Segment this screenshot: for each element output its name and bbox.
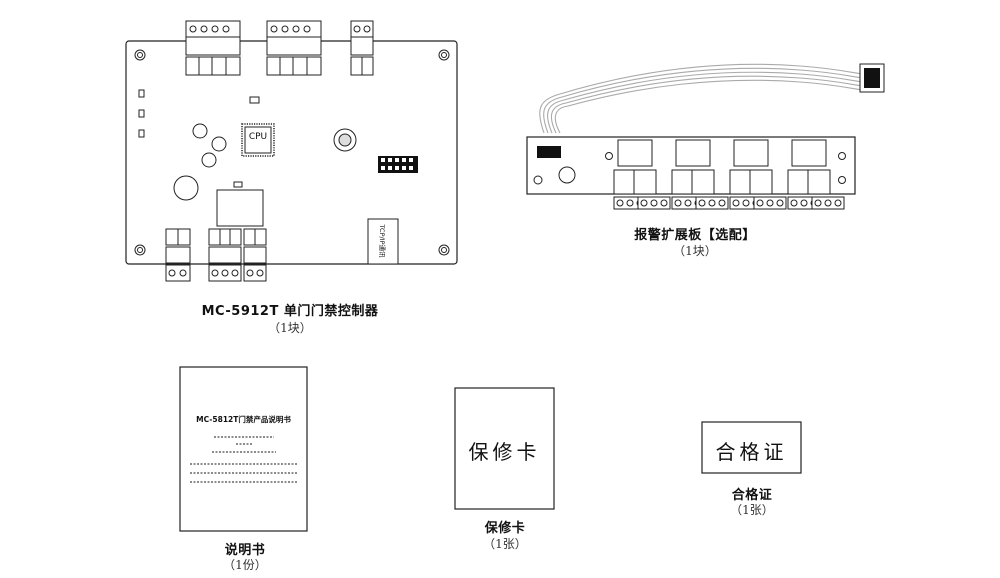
- cpu-chip: [241, 123, 275, 157]
- certificate-box-text: 合格证: [715, 440, 788, 464]
- alarm-terminals: [613, 169, 845, 210]
- warranty-card: [454, 387, 555, 510]
- tcpip-label: TCP/IP通讯: [378, 224, 386, 258]
- bottom-terminal-right: [243, 228, 267, 282]
- controller-qty: （1块）: [268, 321, 312, 335]
- controller-title: MC-5912T 单门门禁控制器: [201, 304, 379, 319]
- top-terminal-right: [350, 20, 374, 76]
- certificate-card: [701, 421, 802, 474]
- certificate-caption: 合格证: [731, 488, 773, 503]
- top-terminal-left: [185, 20, 241, 76]
- smd-component: [249, 96, 260, 104]
- certificate-qty: （1张）: [730, 503, 774, 517]
- tcpip-connector: [367, 218, 399, 265]
- bottom-terminal-middle: [208, 228, 242, 282]
- alarm-board-qty: （1块）: [673, 244, 717, 258]
- manual-doc-title: MC-5812T门禁产品说明书: [196, 415, 291, 424]
- alarm-board-buzzer: [558, 166, 576, 184]
- warranty-qty: （1张）: [483, 537, 527, 551]
- alarm-relays: [617, 139, 827, 167]
- warranty-box-text: 保修卡: [468, 440, 541, 464]
- status-leds: [138, 89, 145, 138]
- mounting-holes: [134, 49, 450, 256]
- manual-booklet: [179, 366, 308, 532]
- cpu-label: CPU: [248, 132, 268, 142]
- bottom-terminal-left: [165, 228, 191, 282]
- alarm-board: [526, 63, 885, 210]
- manual-caption: 说明书: [224, 543, 266, 558]
- top-terminal-middle: [266, 20, 322, 76]
- alarm-board-title: 报警扩展板【选配】: [634, 228, 756, 243]
- warranty-caption: 保修卡: [484, 521, 526, 536]
- ribbon-cable: [539, 63, 863, 134]
- controller-board: [125, 20, 458, 282]
- manual-qty: （1份）: [223, 558, 267, 572]
- ribbon-socket: [537, 146, 561, 158]
- alarm-board-holes: [533, 152, 846, 185]
- relay: [216, 181, 264, 227]
- pin-header: [378, 156, 418, 173]
- capacitors: [173, 123, 227, 201]
- buzzer: [333, 128, 357, 152]
